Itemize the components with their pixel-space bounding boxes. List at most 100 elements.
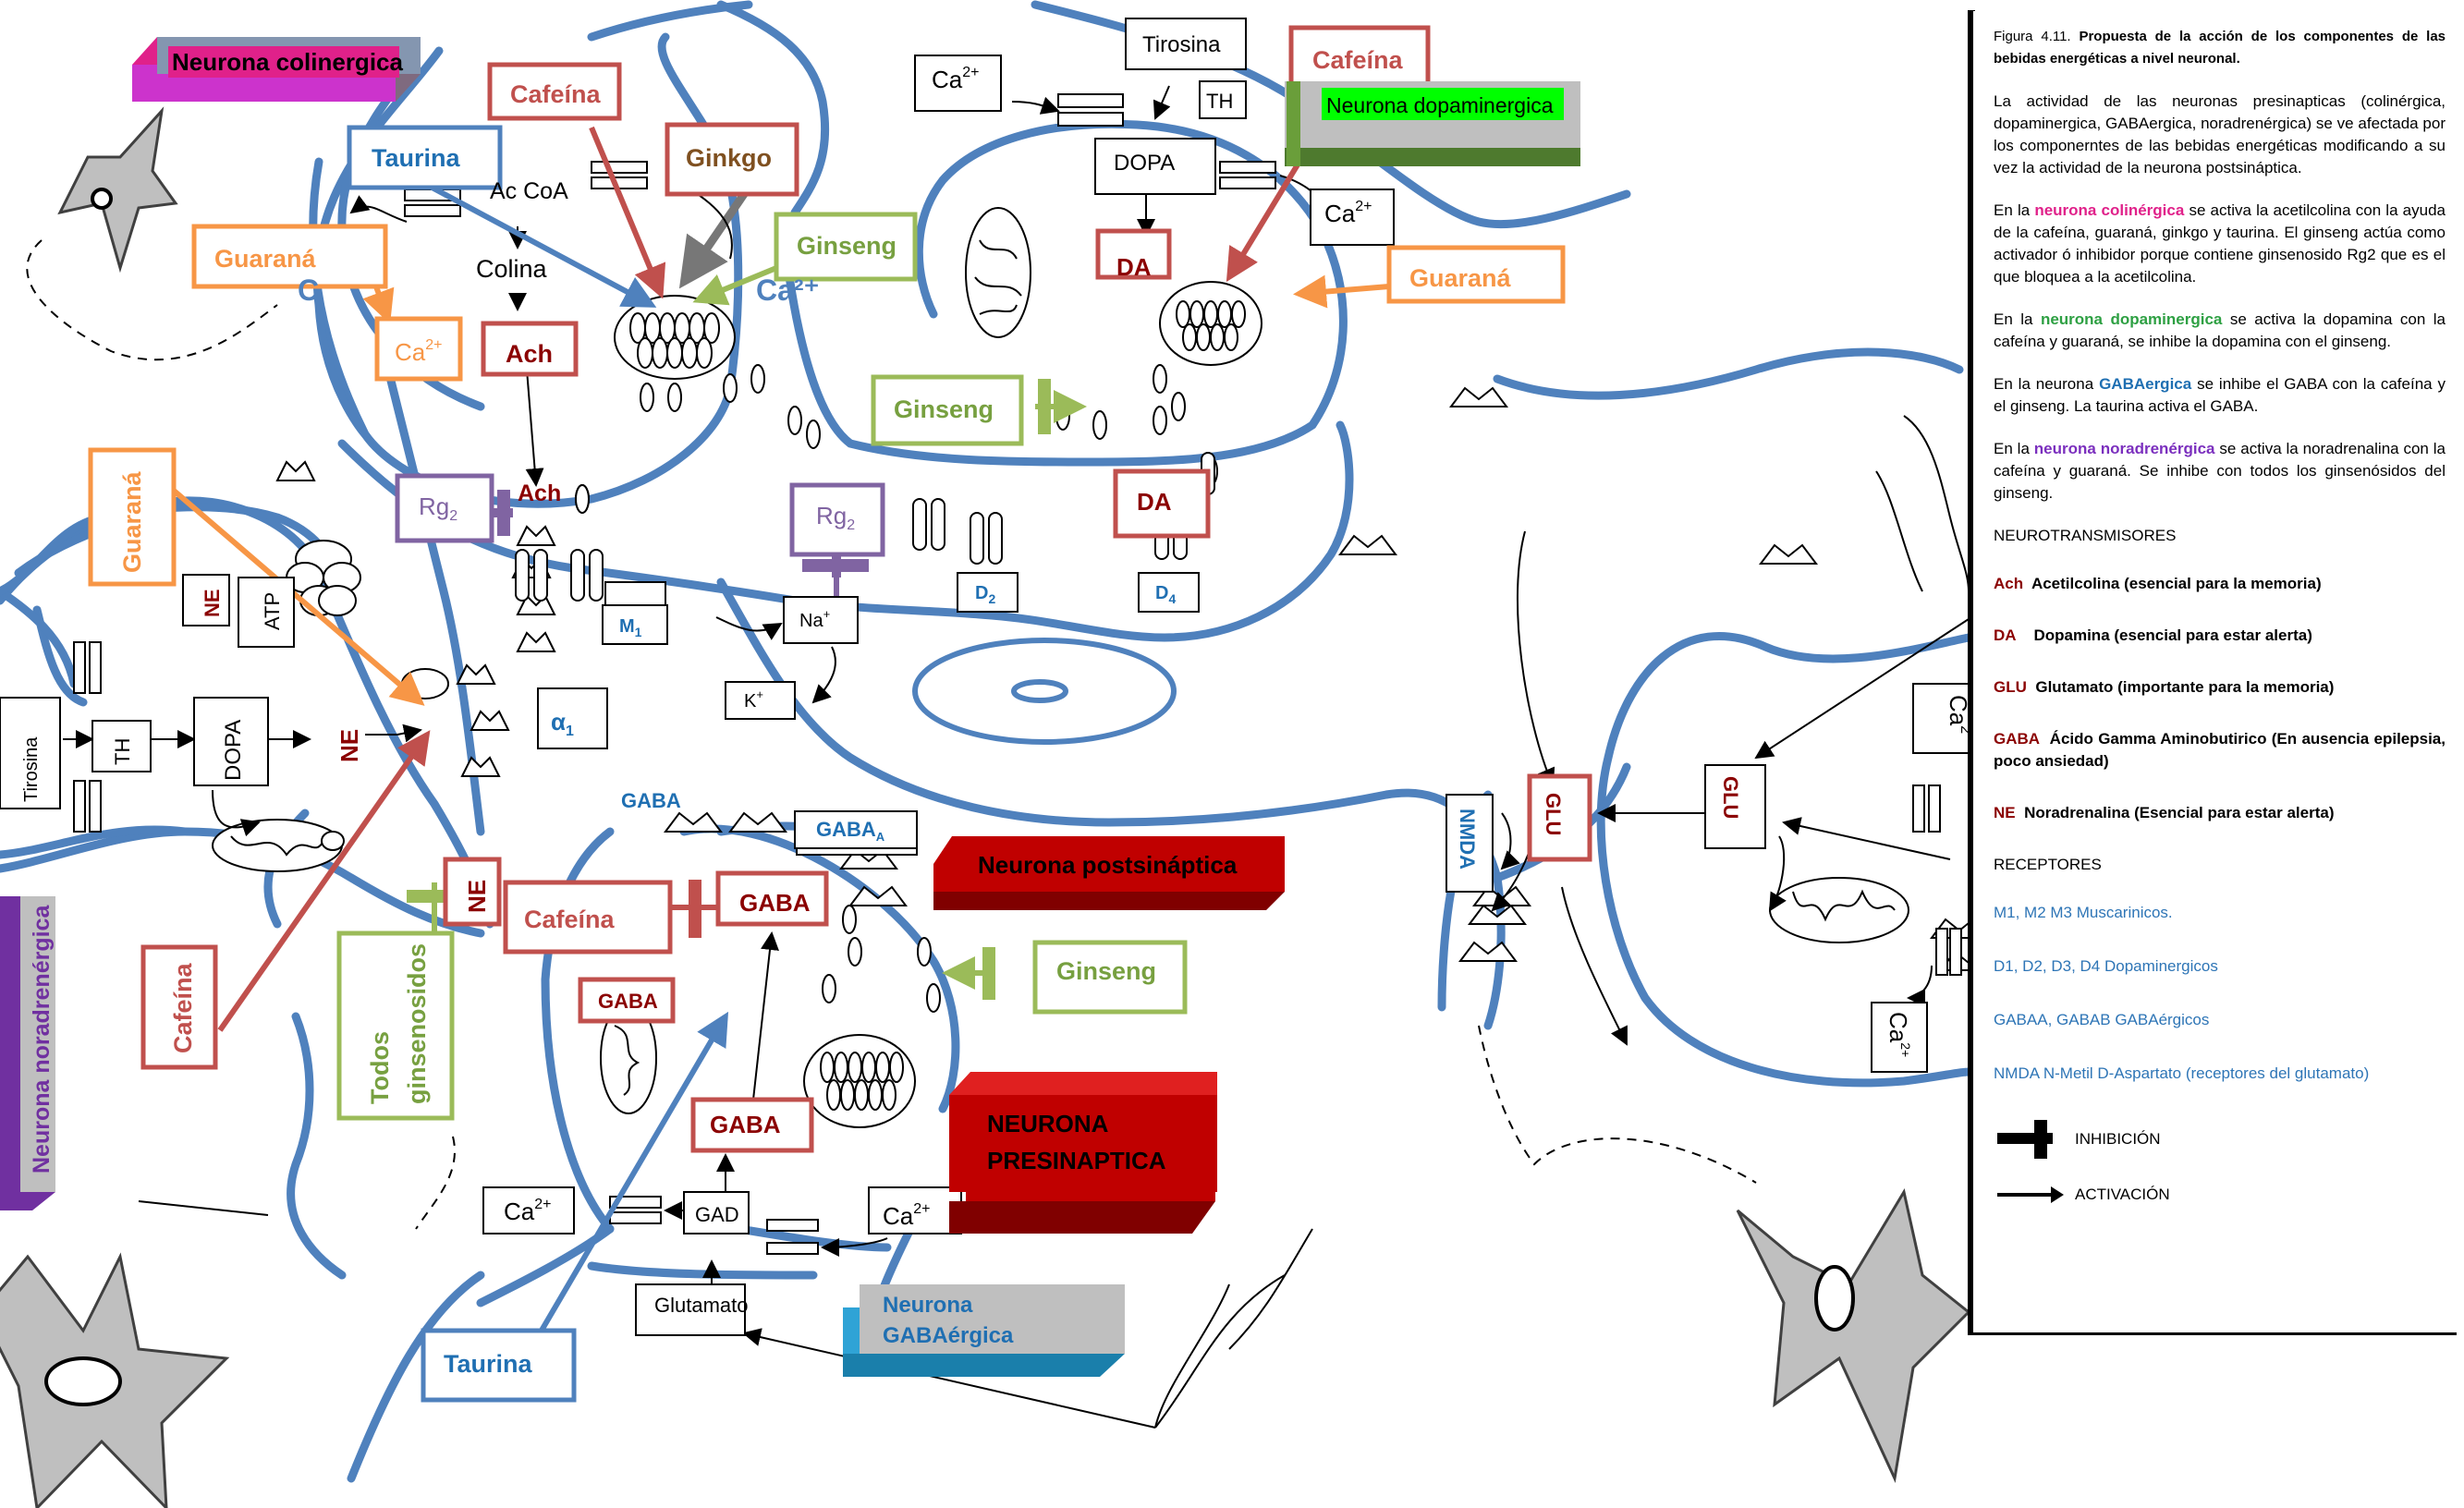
cafeina-label-1: Cafeína <box>510 80 602 108</box>
nt-text: Dopamina (esencial para estar alerta) <box>2033 626 2312 644</box>
mitochondrion-right <box>1769 877 1909 943</box>
membrane-gaba <box>541 827 615 1234</box>
cafeina-label-2: Cafeína <box>1312 46 1404 74</box>
da-mid: DA <box>1137 488 1172 516</box>
gaba-red-3: GABA <box>710 1111 781 1138</box>
legend-noradrenergica-term: neurona noradrenérgica <box>2033 440 2215 457</box>
boxes-blue <box>347 125 577 1403</box>
boxes-blue-small <box>602 572 1200 645</box>
rec-nmda: NMDA N-Metil D-Aspartato (receptores del… <box>1994 1064 2370 1082</box>
legend-gabaergica: En la neurona GABAergica se inhibe el GA… <box>1994 373 2446 418</box>
nt-abbr: GLU <box>1994 678 2027 696</box>
vesicles <box>286 281 1262 1128</box>
legend-text: se inhibe el GABA con la cafeína y el gi… <box>1994 375 2446 415</box>
na-label: Na+ <box>799 607 830 631</box>
ginseng-label-1: Ginseng <box>797 232 897 260</box>
dashed-outlines <box>26 239 1757 1230</box>
ach-box-label: Ach <box>506 340 553 368</box>
tag-presinaptica-label-1: NEURONA <box>987 1110 1109 1137</box>
nt-text: Acetilcolina (esencial para la memoria) <box>2031 575 2322 592</box>
tag-noradrenergica <box>0 896 55 1210</box>
ne-box-label: NE <box>335 729 363 762</box>
taurina-label-1: Taurina <box>372 144 460 172</box>
gaba-blue-1: GABA <box>621 789 681 812</box>
legend-gabaergica-term: GABAergica <box>2099 375 2192 393</box>
da-top: DA <box>1116 253 1152 281</box>
neurotransmitters-header: NEUROTRANSMISORES <box>1994 527 2177 544</box>
inhibition-icon <box>1997 1120 2053 1159</box>
nt-ne: NE Noradrenalina (Esencial para estar al… <box>1994 802 2446 824</box>
caption-prefix: Figura 4.11. <box>1994 29 2071 44</box>
gad-label: GAD <box>695 1203 739 1226</box>
membrane-left-top <box>0 587 79 688</box>
activation-arrow-icon <box>1997 1186 2064 1203</box>
gaba-a-blue: GABAA <box>816 818 885 844</box>
legend-colinergica-term: neurona colinérgica <box>2034 201 2185 219</box>
glia-nucleus-2 <box>44 1356 122 1406</box>
legend-dopaminergica: En la neurona dopaminergica se activa la… <box>1994 309 2446 353</box>
tag-postsinaptica <box>933 836 1285 910</box>
legend-text: En la <box>1994 201 2031 219</box>
mitochondrion-dopa <box>965 207 1031 338</box>
taurina-label-2: Taurina <box>444 1350 532 1378</box>
key-inhibition: INHIBICIÓN <box>1994 1116 2446 1162</box>
alpha1-label: α1 <box>551 708 574 739</box>
key-activation: ACTIVACIÓN <box>1994 1181 2446 1209</box>
tag-gabaergica-label-1: Neurona <box>883 1293 973 1318</box>
tag-dopaminergica <box>1285 81 1580 166</box>
membrane-dopa-top <box>716 0 830 217</box>
ca-right-rot-1: Ca2 <box>1945 695 1973 734</box>
legend-caption: Figura 4.11. Propuesta de la acción de l… <box>1994 26 2446 70</box>
glia-top-left <box>57 106 178 274</box>
k-label: K+ <box>744 687 763 711</box>
gaba-red-2: GABA <box>598 990 658 1013</box>
legend-dopaminergica-term: neurona dopaminergica <box>2040 310 2223 328</box>
accoa-label: Ac CoA <box>490 178 568 204</box>
boxes-orange <box>88 224 1566 587</box>
cleft-ring <box>912 638 1177 745</box>
nt-text: Glutamato (importante para la memoria) <box>2035 678 2335 696</box>
glu-box-label: GLU <box>1719 776 1742 819</box>
gray-arrow <box>678 191 748 289</box>
colina-label: Colina <box>476 255 548 283</box>
tag-postsinaptica-label: Neurona postsináptica <box>978 851 1238 879</box>
rec-muscarinic: M1, M2 M3 Muscarinicos. <box>1994 904 2173 921</box>
guarana-label-1: Guaraná <box>214 245 317 273</box>
rec-dopaminergic: D1, D2, D3, D4 Dopaminergicos <box>1994 957 2218 975</box>
glia-nucleus-1 <box>91 188 113 210</box>
axon-squiggle-1 <box>1154 1274 1286 1429</box>
gaba-label-box <box>794 810 918 849</box>
m1-label: M1 <box>619 616 642 639</box>
todos-label-1: Todos <box>366 1031 394 1104</box>
d4-label: D4 <box>1155 583 1176 606</box>
dopa-left: DOPA <box>221 720 246 781</box>
axon-line-right <box>1903 415 1970 592</box>
ginkgo-label: Ginkgo <box>686 144 772 172</box>
boxes-green <box>336 212 1188 1121</box>
ca-gaba-right: Ca2+ <box>883 1201 931 1230</box>
membrane-mid <box>337 420 1354 642</box>
receptors-header: RECEPTORES <box>1994 856 2102 873</box>
ginseng-label-2: Ginseng <box>894 395 994 423</box>
nt-text: Noradrenalina (Esencial para estar alert… <box>2024 804 2335 821</box>
boxes-purple <box>395 473 885 557</box>
inhibition-bars <box>407 379 1051 1000</box>
nt-abbr: GABA <box>1994 730 2041 748</box>
ca-gaba-left: Ca2+ <box>504 1197 552 1225</box>
axon-squiggle-2 <box>1154 1283 1230 1429</box>
rg2-mid: Rg2 <box>816 502 855 533</box>
ca-right-rot-2: Ca2+ <box>1885 1012 1913 1057</box>
axon-line-bottom <box>1228 1228 1313 1350</box>
legend-text: se activa la noradrenalina con la cafeín… <box>1994 440 2446 502</box>
nt-text: Ácido Gamma Aminobutirico (En ausencia e… <box>1994 730 2446 770</box>
tag-gabaergica <box>843 1284 1125 1377</box>
tag-presinaptica-label-2: PRESINAPTICA <box>987 1147 1166 1174</box>
membrane-dopa <box>781 119 1348 467</box>
legend-colinergica: En la neurona colinérgica se activa la a… <box>1994 200 2446 288</box>
rec-gabaergic: GABAA, GABAB GABAérgicos <box>1994 1011 2210 1028</box>
ca-right-label: Ca2+ <box>1324 199 1372 227</box>
key-inhibition-label: INHIBICIÓN <box>2075 1130 2161 1148</box>
gaba-red-1: GABA <box>739 889 811 917</box>
ne-vertical-label: NE <box>463 880 491 913</box>
